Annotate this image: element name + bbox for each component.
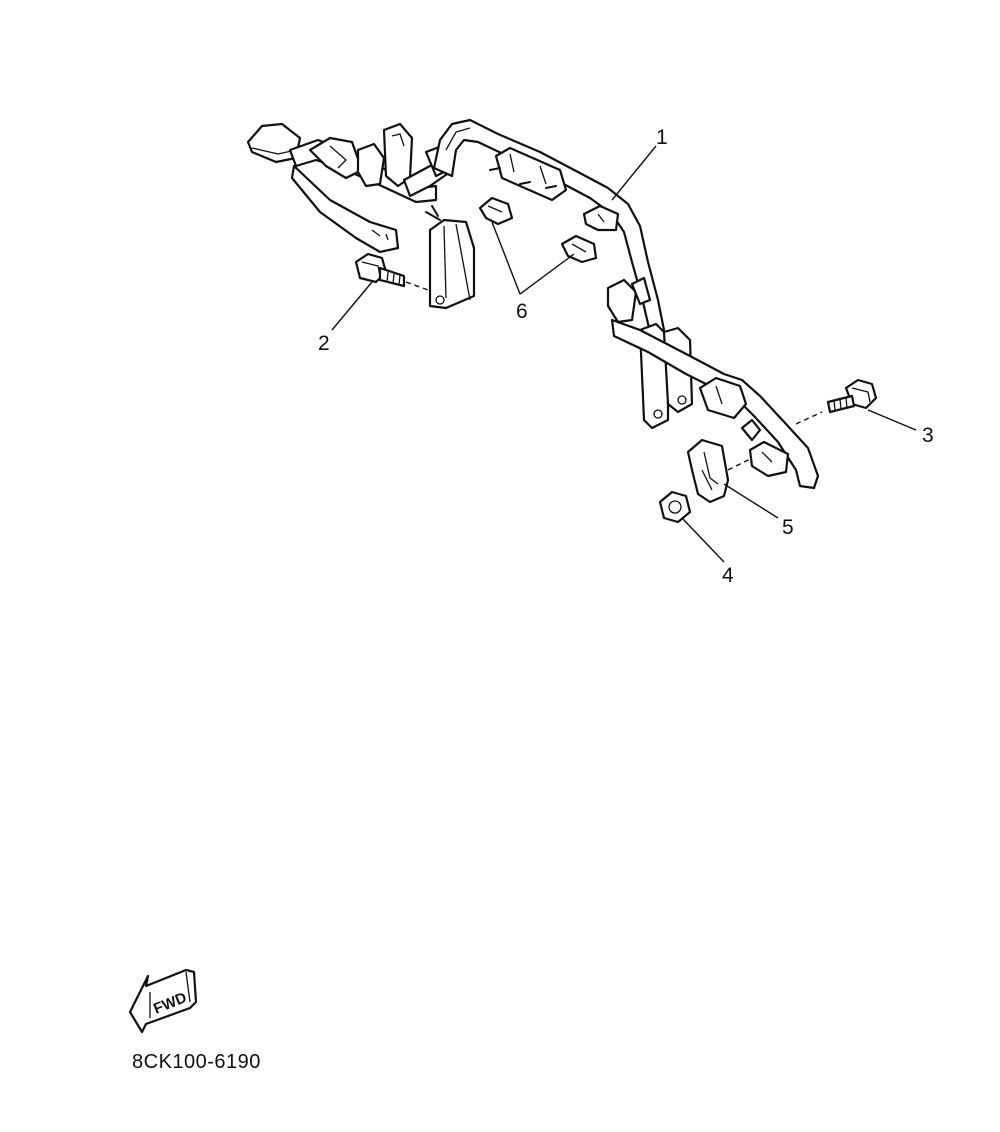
callout-3: 3	[922, 424, 934, 447]
callout-labels: 1 2 3 4 5 6	[318, 126, 934, 587]
bolt-part-3	[795, 378, 878, 425]
bolt-part-2	[354, 252, 429, 291]
fwd-arrow-icon: FWD	[128, 968, 198, 1034]
clip-part-5	[686, 438, 730, 504]
callout-5: 5	[782, 516, 794, 539]
callout-6: 6	[516, 300, 528, 323]
leader-lines	[331, 145, 917, 563]
callout-1: 1	[656, 126, 668, 149]
nut-part-4	[658, 490, 692, 524]
callout-4: 4	[722, 564, 734, 587]
clamp-part-6a	[478, 196, 514, 226]
clip-alignment-line	[727, 457, 753, 471]
bracket-frame-part	[246, 118, 820, 490]
clamp-part-6b	[560, 234, 598, 264]
diagram-code: 8CK100-6190	[132, 1051, 261, 1073]
callout-2: 2	[318, 332, 330, 355]
